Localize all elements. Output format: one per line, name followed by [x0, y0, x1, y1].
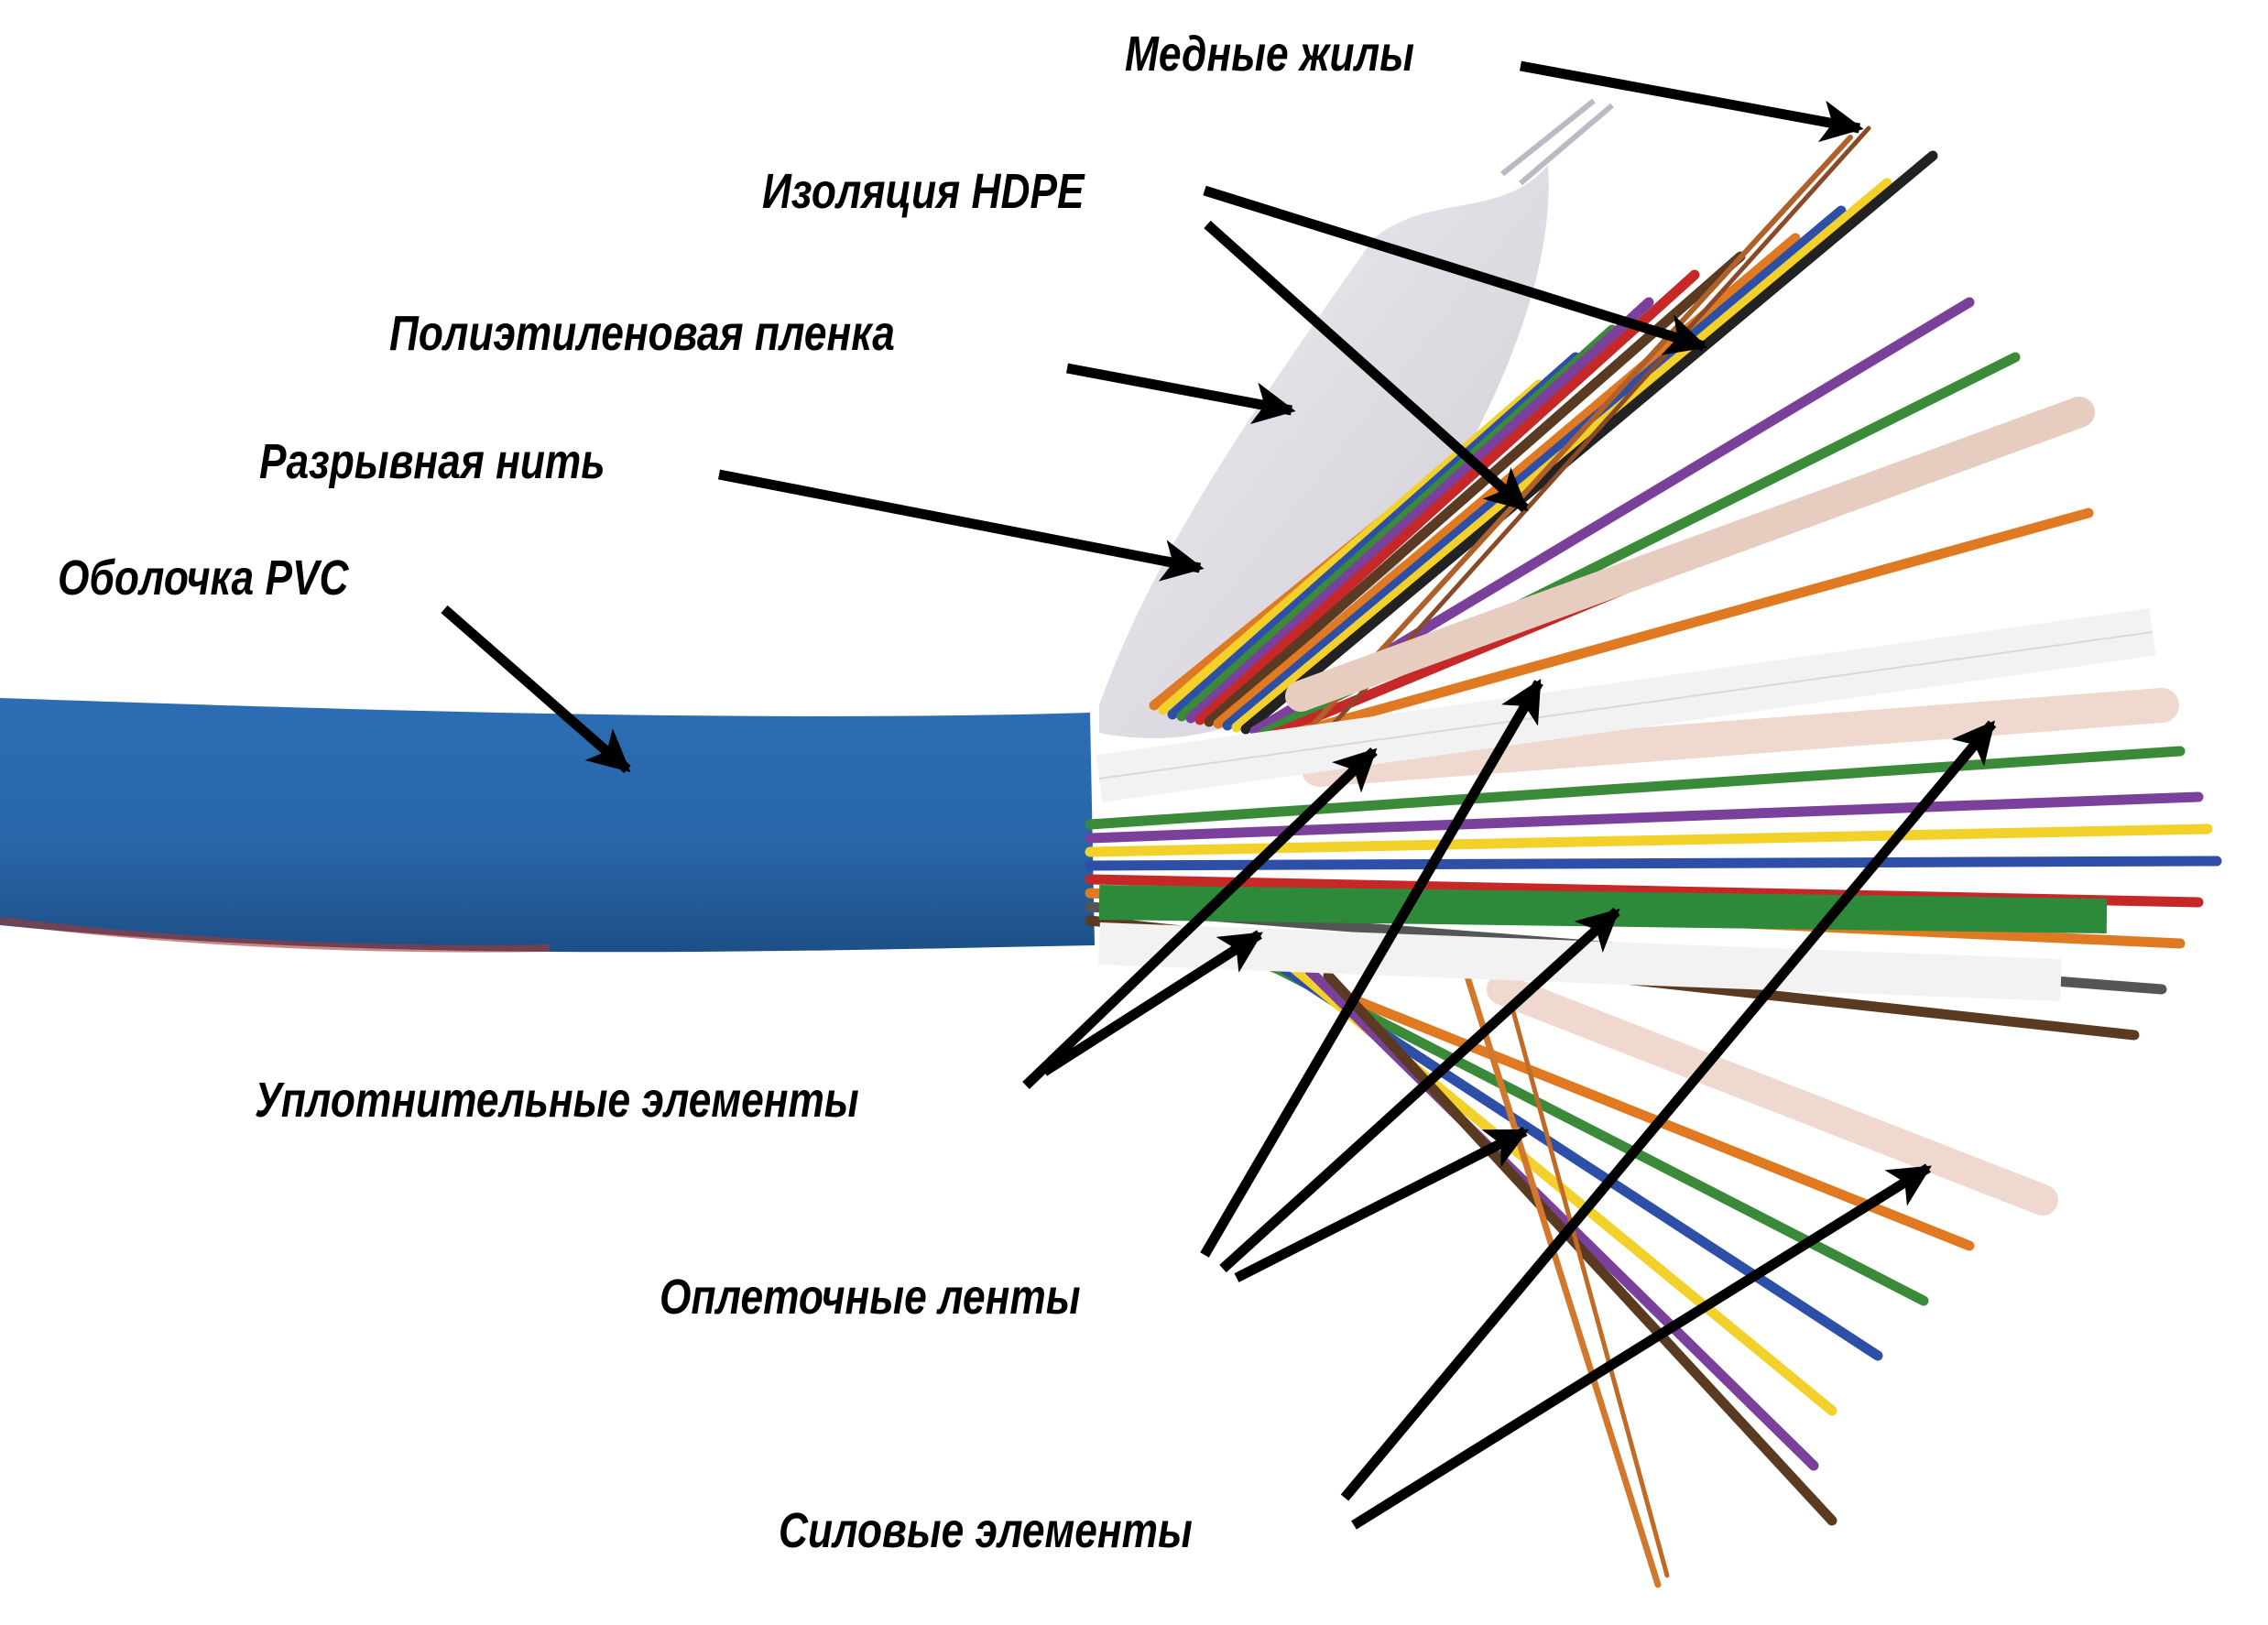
label-binder-tapes: Оплеточные ленты	[660, 1270, 1081, 1325]
label-hdpe-insulation: Изоляция HDPE	[762, 164, 1085, 219]
twisted-pairs-fan	[1085, 125, 2222, 1588]
arrow-binder-tapes	[1200, 679, 1543, 1258]
pvc-jacket-shape	[0, 698, 1095, 953]
arrow-hdpe-insulation	[1204, 220, 1529, 513]
arrow-binder-tapes	[1219, 907, 1620, 1273]
label-strength-members: Силовые элементы	[779, 1503, 1193, 1558]
label-copper-conductors: Медные жилы	[1125, 27, 1414, 82]
arrow-filler-elements	[1041, 930, 1263, 1076]
arrow-hdpe-insulation	[1203, 185, 1708, 355]
arrow-rip-cord	[717, 469, 1205, 582]
strength-rods	[1285, 397, 2179, 1216]
arrow-copper-conductors	[1520, 60, 1864, 143]
callout-arrows	[441, 60, 1997, 1530]
arrow-filler-elements	[1022, 747, 1378, 1089]
label-filler-elements: Уплотнительные элементы	[255, 1073, 859, 1128]
arrow-strength-members	[1351, 1163, 1932, 1530]
label-rip-cord: Разрывная нить	[259, 434, 605, 489]
label-polyethylene-film: Полиэтиленовая пленка	[389, 306, 895, 361]
label-pvc-jacket: Оболочка PVC	[58, 551, 349, 605]
arrow-strength-members	[1340, 720, 1997, 1501]
arrow-polyethylene-film	[1065, 363, 1296, 425]
arrow-pvc-jacket	[441, 605, 631, 774]
polyethylene-film-shape	[1099, 98, 1614, 738]
arrow-binder-tapes	[1234, 1127, 1530, 1282]
